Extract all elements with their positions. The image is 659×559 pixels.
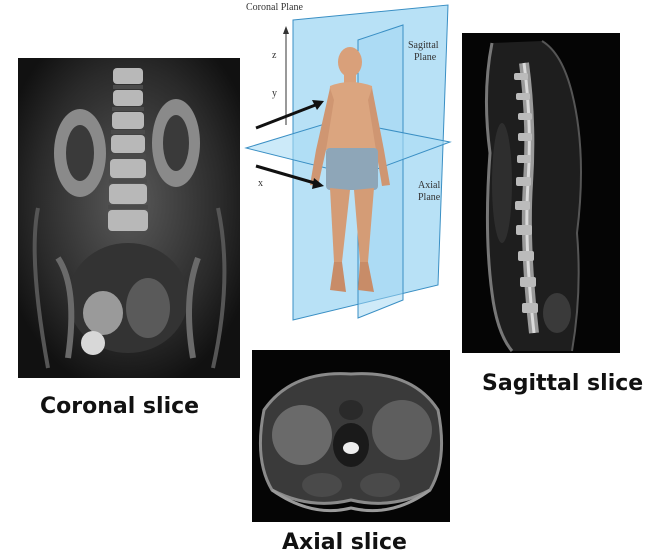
anatomical-planes-diagram: Coronal Plane Sagittal Plane Axial Plane… bbox=[238, 0, 463, 330]
axis-x-label: x bbox=[258, 178, 263, 189]
axial-mri-image bbox=[252, 350, 450, 522]
axial-slice-caption: Axial slice bbox=[282, 530, 407, 555]
axis-z-label: z bbox=[272, 50, 276, 61]
axis-y-label: y bbox=[272, 88, 277, 99]
axial-plane-label-line1: Axial bbox=[418, 180, 440, 191]
coronal-plane-label: Coronal Plane bbox=[246, 2, 303, 13]
sagittal-plane-label-line1: Sagittal bbox=[408, 40, 439, 51]
sagittal-slice-caption: Sagittal slice bbox=[482, 371, 643, 396]
sagittal-mri-image bbox=[462, 33, 620, 353]
coronal-mri-image bbox=[18, 58, 240, 378]
coronal-slice-caption: Coronal slice bbox=[40, 394, 199, 419]
sagittal-plane-label-line2: Plane bbox=[414, 52, 436, 63]
axial-plane-label-line2: Plane bbox=[418, 192, 440, 203]
